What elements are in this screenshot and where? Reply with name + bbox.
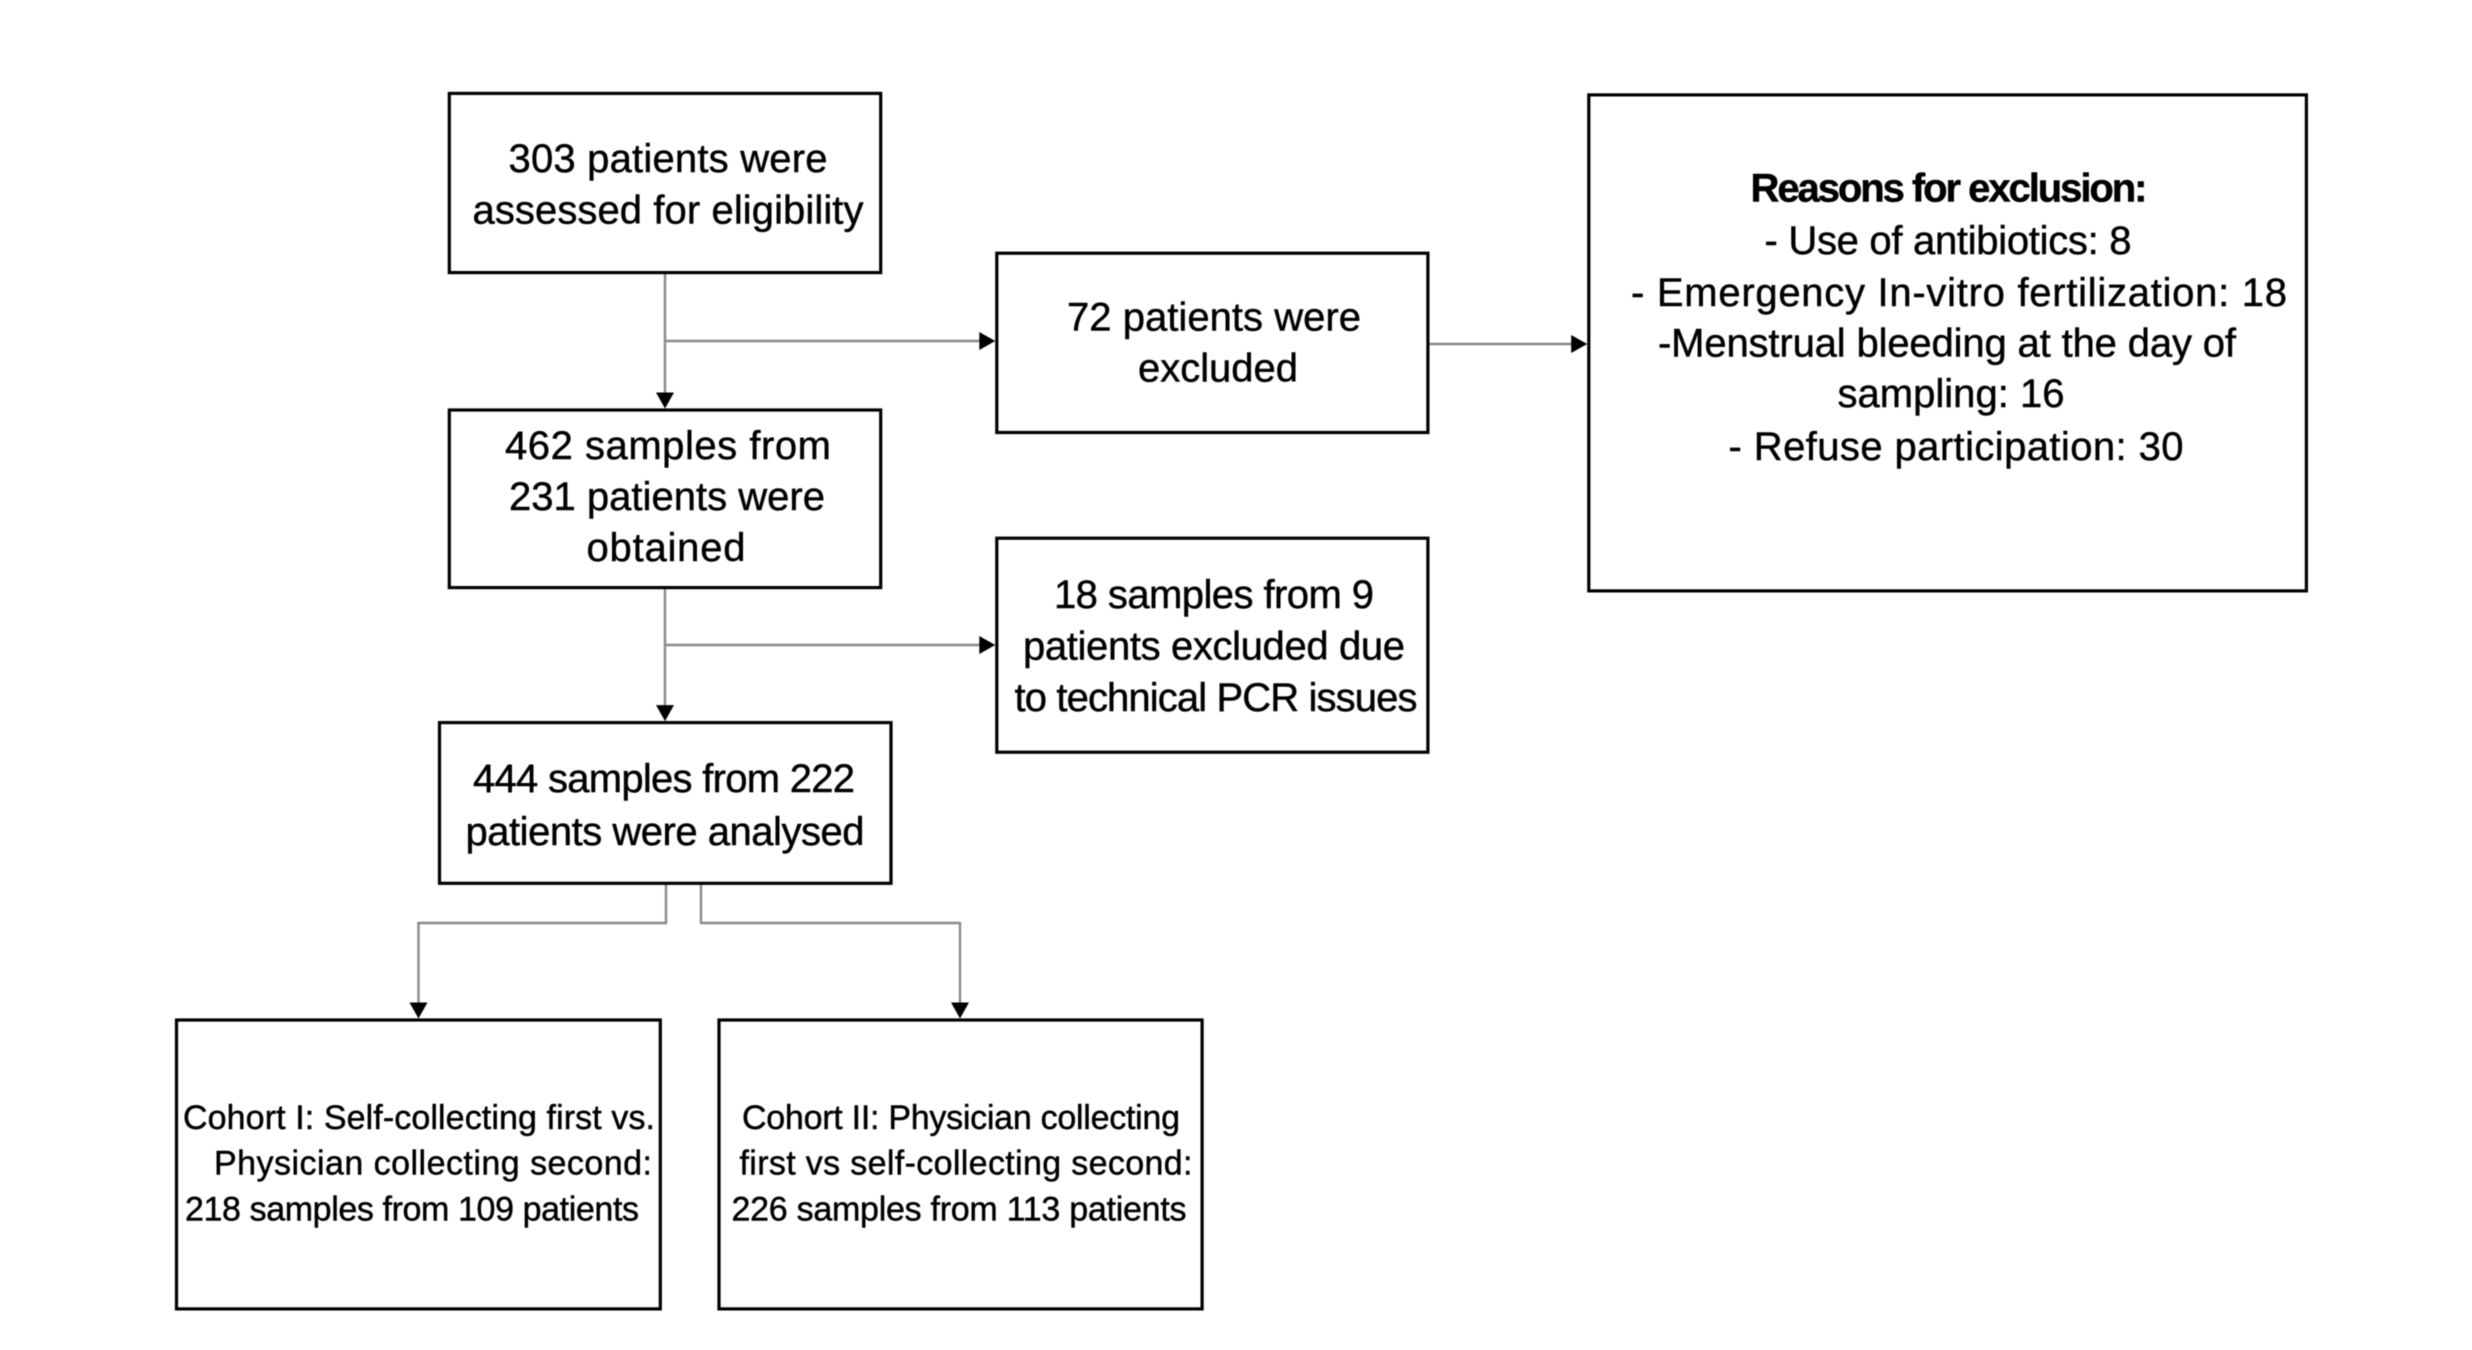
svg-text:excluded: excluded bbox=[1138, 346, 1298, 390]
svg-text:- Emergency In-vitro fertiliza: - Emergency In-vitro fertilization: 18 bbox=[1631, 271, 2287, 315]
svg-text:303 patients were: 303 patients were bbox=[509, 137, 828, 181]
svg-text:- Use of antibiotics: 8: - Use of antibiotics: 8 bbox=[1765, 219, 2132, 263]
svg-text:462 samples from: 462 samples from bbox=[505, 424, 831, 468]
svg-text:218 samples from 109 patients: 218 samples from 109 patients bbox=[185, 1191, 639, 1229]
svg-text:first vs self-collecting secon: first vs self-collecting second: bbox=[740, 1145, 1193, 1183]
svg-text:assessed for eligibility: assessed for eligibility bbox=[473, 188, 864, 232]
svg-text:226 samples from 113 patients: 226 samples from 113 patients bbox=[732, 1191, 1187, 1229]
svg-text:patients excluded due: patients excluded due bbox=[1023, 625, 1405, 669]
svg-text:- Refuse participation: 30: - Refuse participation: 30 bbox=[1729, 425, 2184, 469]
svg-text:Reasons for exclusion:: Reasons for exclusion: bbox=[1751, 167, 2148, 211]
svg-text:sampling: 16: sampling: 16 bbox=[1838, 372, 2065, 416]
svg-text:obtained: obtained bbox=[587, 526, 746, 570]
svg-text:Physician collecting second:: Physician collecting second: bbox=[214, 1145, 652, 1183]
svg-text:to technical PCR issues: to technical PCR issues bbox=[1015, 676, 1418, 720]
svg-text:72 patients were: 72 patients were bbox=[1067, 296, 1361, 340]
svg-text:patients were analysed: patients were analysed bbox=[466, 810, 865, 854]
svg-text:Cohort I: Self-collecting firs: Cohort I: Self-collecting first vs. bbox=[183, 1099, 655, 1137]
svg-text:-Menstrual bleeding at the day: -Menstrual bleeding at the day of bbox=[1658, 322, 2237, 366]
svg-text:231 patients were: 231 patients were bbox=[509, 475, 825, 519]
svg-text:Cohort II: Physician collectin: Cohort II: Physician collecting bbox=[742, 1099, 1180, 1137]
svg-text:444 samples from 222: 444 samples from 222 bbox=[473, 757, 855, 801]
svg-text:18 samples from 9: 18 samples from 9 bbox=[1054, 573, 1374, 617]
